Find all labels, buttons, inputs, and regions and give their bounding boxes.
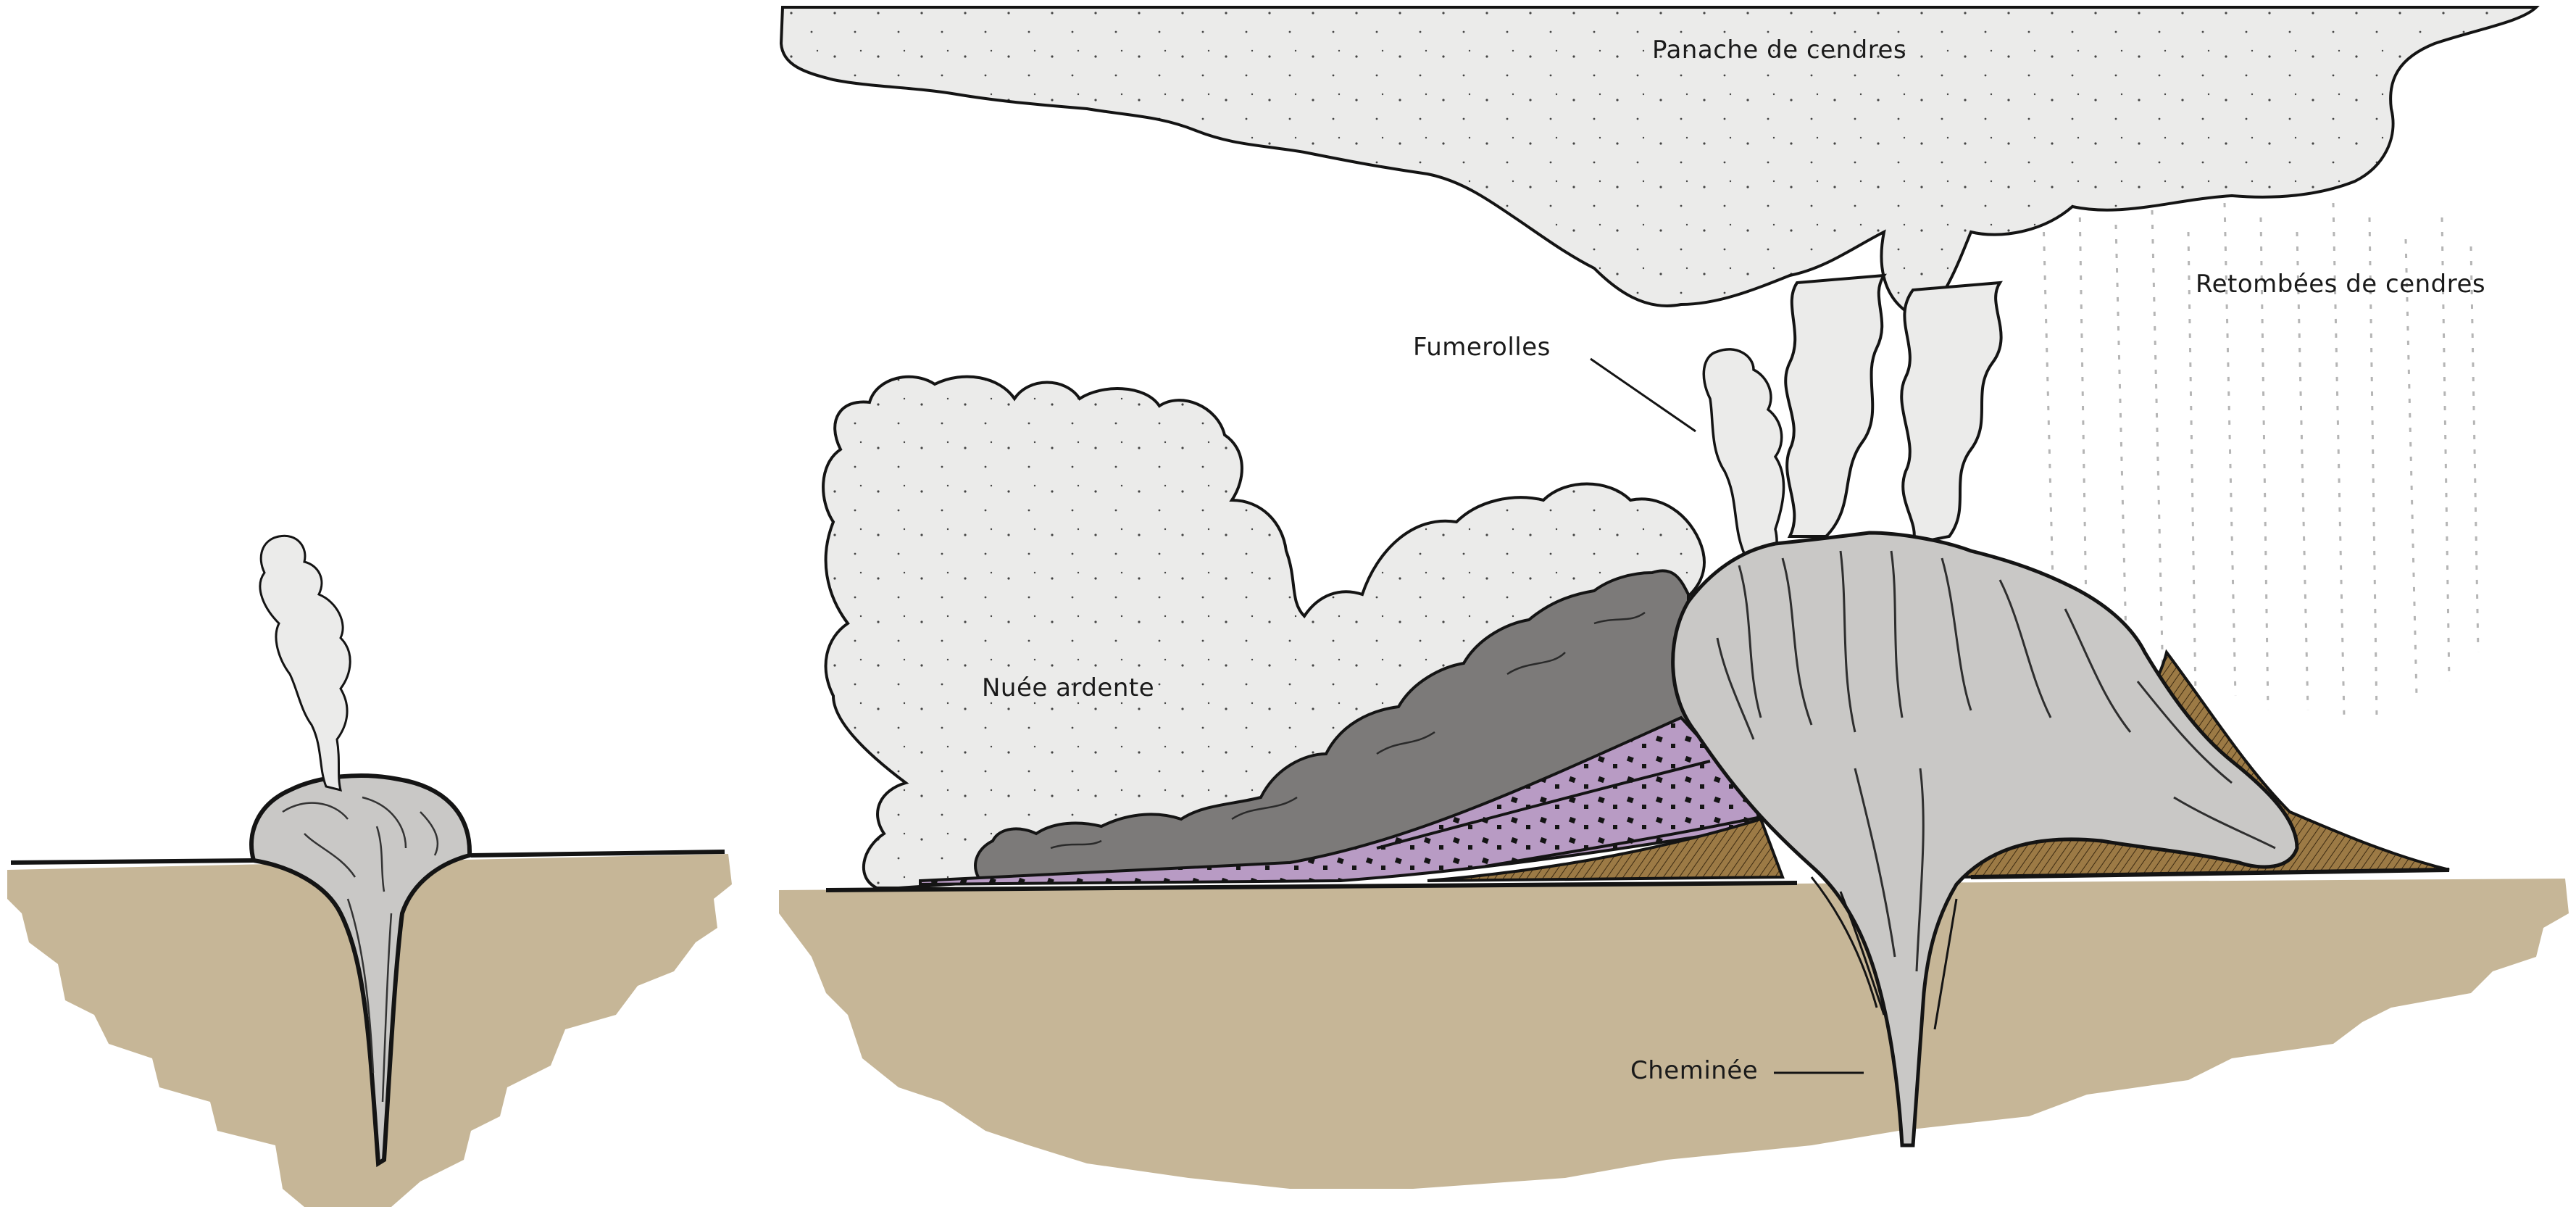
small-fumarole — [260, 536, 350, 790]
label-ash-fall: Retombées de cendres — [2196, 270, 2485, 299]
label-glowing-cloud: Nuée ardente — [982, 673, 1154, 702]
large-ground — [779, 879, 2569, 1189]
fumarole-column — [1704, 349, 1783, 565]
small-volcano — [7, 536, 732, 1207]
plume-column-left — [1785, 275, 1884, 536]
large-volcano — [779, 7, 2569, 1189]
fumaroles-leader — [1591, 359, 1696, 431]
label-vent: Cheminée — [1630, 1056, 1758, 1085]
plume-column-right — [1901, 283, 2001, 544]
label-ash-plume: Panache de cendres — [1652, 36, 1906, 65]
label-fumaroles: Fumerolles — [1413, 333, 1551, 362]
small-ground-surface — [11, 860, 254, 863]
